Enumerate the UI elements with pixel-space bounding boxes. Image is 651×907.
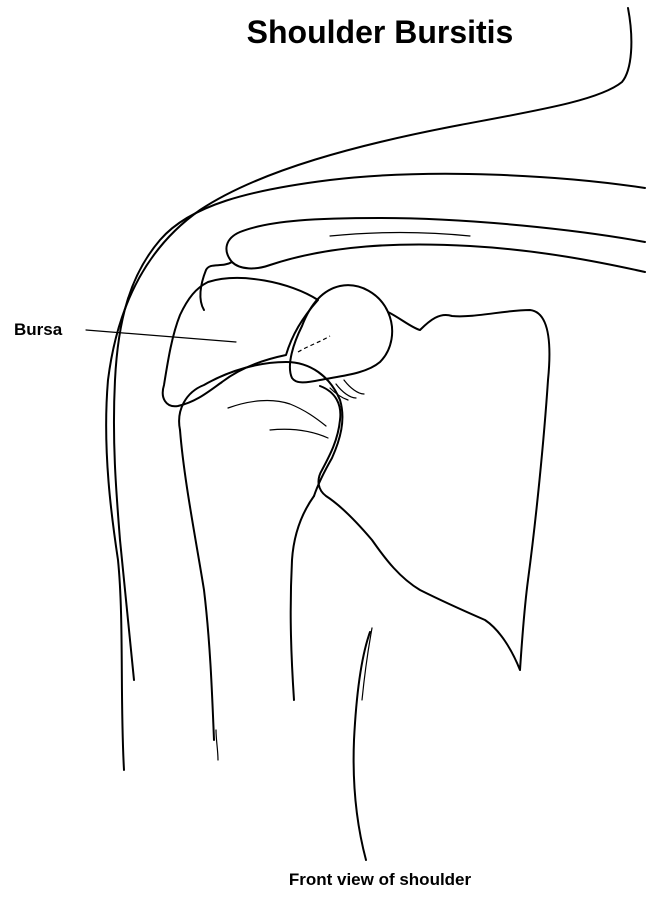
coracoid-process — [290, 285, 392, 382]
acromion-outline — [200, 262, 232, 310]
clavicle-outline — [226, 218, 645, 272]
bursa-label: Bursa — [14, 320, 62, 340]
bursa-leader-line — [86, 330, 236, 342]
arm-lower-right — [354, 632, 370, 860]
coracoid-hidden-edge — [298, 336, 330, 352]
anatomical-neck — [228, 401, 328, 438]
humerus-head — [179, 362, 342, 496]
scapula-outline — [319, 310, 550, 670]
clavicle-detail — [330, 233, 470, 236]
neck-outline — [106, 8, 631, 770]
diagram-title: Shoulder Bursitis — [195, 14, 565, 51]
shaft-detail — [216, 730, 218, 760]
humerus-shaft-left — [180, 430, 214, 740]
diagram-caption: Front view of shoulder — [230, 870, 530, 890]
humerus-shaft-right — [291, 496, 314, 700]
deltoid-outline — [114, 174, 645, 680]
